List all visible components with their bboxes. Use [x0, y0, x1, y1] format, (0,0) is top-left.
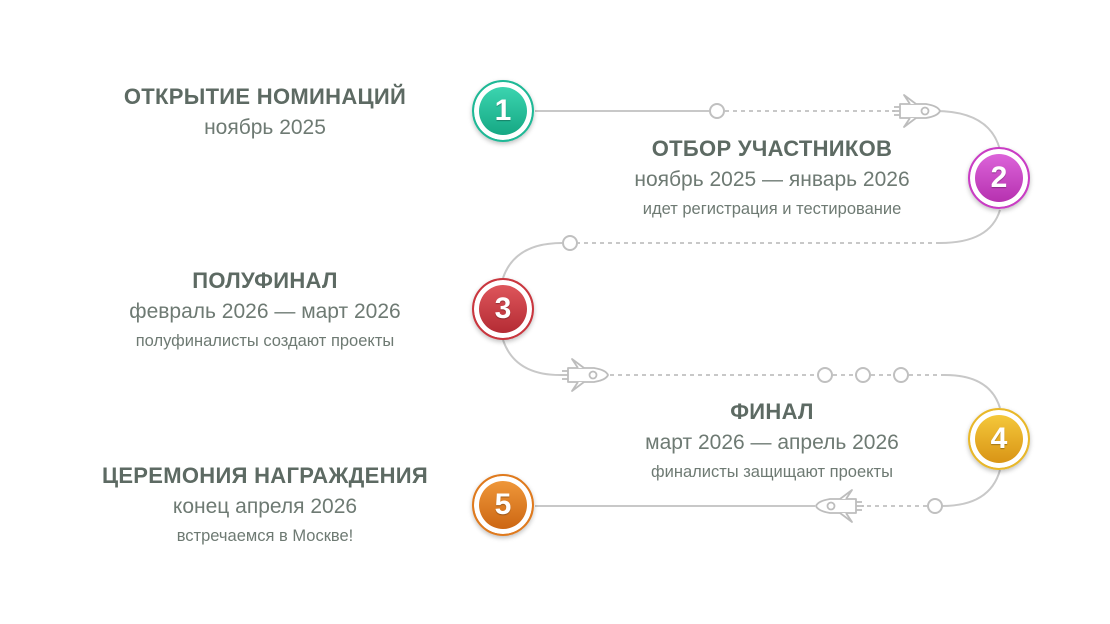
- stage-title: ОТБОР УЧАСТНИКОВ: [651, 136, 893, 161]
- milestone-dot-icon: [817, 367, 833, 383]
- milestone-dot-icon: [927, 498, 943, 514]
- milestone-dot-icon: [855, 367, 871, 383]
- rocket-icon: [560, 358, 609, 392]
- milestone-dot-icon: [709, 103, 725, 119]
- milestone-dot-icon: [893, 367, 909, 383]
- stage-date: ноябрь 2025 — январь 2026: [634, 168, 910, 191]
- stage-number: 2: [990, 161, 1008, 194]
- stage-title: ЦЕРЕМОНИЯ НАГРАЖДЕНИЯ: [101, 463, 429, 488]
- stage-title: ПОЛУФИНАЛ: [192, 268, 338, 293]
- stage-note: полуфиналисты создают проекты: [135, 332, 395, 350]
- stage-number: 5: [494, 488, 512, 521]
- stage-number: 3: [494, 292, 512, 325]
- stage-5-badge: 5: [472, 474, 534, 536]
- rocket-icon: [892, 94, 941, 128]
- stage-2-badge: 2: [968, 147, 1030, 209]
- stage-number: 1: [494, 94, 512, 127]
- stage-title: ФИНАЛ: [730, 399, 814, 424]
- stage-date: март 2026 — апрель 2026: [645, 431, 899, 454]
- stage-note: финалисты защищают проекты: [651, 463, 893, 481]
- stage-number: 4: [990, 422, 1008, 455]
- stage-date: февраль 2026 — март 2026: [129, 300, 401, 323]
- stage-4-text: ФИНАЛ март 2026 — апрель 2026 финалисты …: [645, 399, 899, 482]
- stage-1-text: ОТКРЫТИЕ НОМИНАЦИЙ ноябрь 2025: [124, 84, 406, 140]
- stage-date: конец апреля 2026: [172, 495, 358, 518]
- stage-1-badge: 1: [472, 80, 534, 142]
- stage-3-text: ПОЛУФИНАЛ февраль 2026 — март 2026 полуф…: [129, 268, 400, 351]
- stage-5-text: ЦЕРЕМОНИЯ НАГРАЖДЕНИЯ конец апреля 2026 …: [102, 463, 428, 546]
- stage-3-badge: 3: [472, 278, 534, 340]
- stage-note: встречаемся в Москве!: [176, 527, 354, 545]
- stage-date: ноябрь 2025: [204, 116, 326, 139]
- stage-2-text: ОТБОР УЧАСТНИКОВ ноябрь 2025 — январь 20…: [634, 136, 909, 219]
- stage-note: идет регистрация и тестирование: [642, 200, 902, 218]
- stage-4-badge: 4: [968, 408, 1030, 470]
- rocket-icon: [815, 489, 864, 523]
- milestone-dot-icon: [562, 235, 578, 251]
- stage-title: ОТКРЫТИЕ НОМИНАЦИЙ: [123, 84, 407, 109]
